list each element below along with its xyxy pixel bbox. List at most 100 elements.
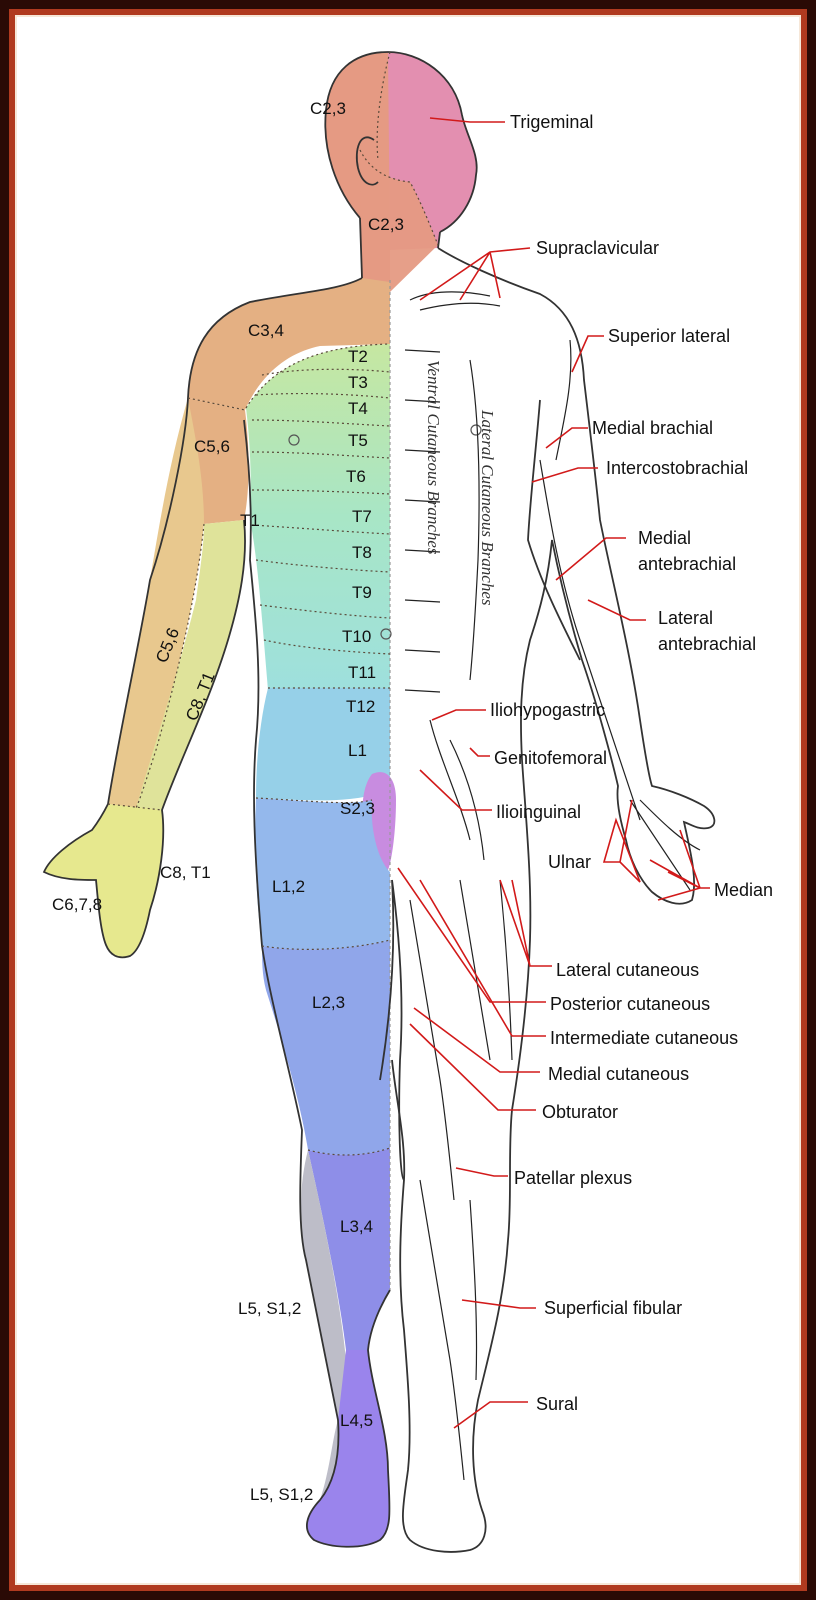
- nerve-label-patellar-plexus: Patellar plexus: [514, 1168, 632, 1188]
- nerve-label-iliohypogastric: Iliohypogastric: [490, 700, 605, 720]
- nipple-right: [470, 424, 482, 436]
- derm-label-t5: T5: [348, 431, 368, 450]
- nerve-label-intercostobrachial: Intercostobrachial: [606, 458, 748, 478]
- region-l5s12-b: [320, 1420, 339, 1500]
- nerve-label-line: Lateral cutaneous: [556, 960, 699, 980]
- region-c8t1-arm: [136, 520, 246, 810]
- leader-lines: [397, 117, 710, 1429]
- outline-right-inner-arm: [527, 399, 581, 661]
- nerve-label-superior-lateral: Superior lateral: [608, 326, 730, 346]
- derm-label-c23-head: C2,3: [310, 99, 346, 118]
- nerve-label-line: Medial cutaneous: [548, 1064, 689, 1084]
- nerve-label-line: Superior lateral: [608, 326, 730, 346]
- derm-label-t1: T1: [240, 511, 260, 530]
- derm-label-c23-neck: C2,3: [368, 215, 404, 234]
- nerve-label-line: Sural: [536, 1394, 578, 1414]
- nerve-label-line: Median: [714, 880, 773, 900]
- nerve-label-posterior-cutaneous: Posterior cutaneous: [550, 994, 710, 1014]
- outline-neck: [359, 217, 441, 279]
- nerve-label-genitofemoral: Genitofemoral: [494, 748, 607, 768]
- nerve-label-sural: Sural: [536, 1394, 578, 1414]
- derm-label-t10: T10: [342, 627, 371, 646]
- nerve-label-lateral-cutaneous: Lateral cutaneous: [556, 960, 699, 980]
- derm-label-l5s12-a: L5, S1,2: [238, 1299, 301, 1318]
- region-l34: [308, 1148, 390, 1350]
- nerve-label-line: Posterior cutaneous: [550, 994, 710, 1014]
- region-l5s12-a: [300, 1150, 346, 1420]
- derm-label-l34: L3,4: [340, 1217, 373, 1236]
- nerve-label-line: Lateral: [658, 608, 713, 628]
- region-l23: [262, 940, 390, 1155]
- derm-label-t11: T11: [348, 663, 376, 682]
- nerve-label-intermediate-cutaneous: Intermediate cutaneous: [550, 1028, 738, 1048]
- dermatome-regions: [44, 52, 477, 1547]
- nerve-label-line: Iliohypogastric: [490, 700, 605, 720]
- nerve-label-line: Ilioinguinal: [496, 802, 581, 822]
- nerve-label-line: antebrachial: [658, 634, 756, 654]
- region-thoracic: [246, 344, 390, 690]
- nipple-left: [288, 434, 300, 446]
- nerve-label-supraclavicular: Supraclavicular: [536, 238, 659, 258]
- navel: [380, 628, 392, 640]
- derm-label-c8t1-hand: C8, T1: [160, 863, 211, 882]
- dermatome-boundaries: [107, 51, 439, 1156]
- nerve-label-superficial-fibular: Superficial fibular: [544, 1298, 682, 1318]
- derm-label-c56-shoulder: C5,6: [194, 437, 230, 456]
- outline-legs-inner: [379, 879, 405, 1181]
- region-c34: [188, 278, 390, 410]
- nerve-label-line: Intercostobrachial: [606, 458, 748, 478]
- nerve-label-line: Trigeminal: [510, 112, 593, 132]
- derm-label-t2: T2: [348, 347, 368, 366]
- derm-label-l1: L1: [348, 741, 367, 760]
- nerve-label-line: Medial: [638, 528, 691, 548]
- outline-left-torso: [243, 419, 391, 1548]
- vertical-label-ventral: Ventral Cutaneous Branches: [424, 360, 443, 555]
- nerve-label-line: Patellar plexus: [514, 1168, 632, 1188]
- region-l1: [256, 688, 390, 801]
- derm-label-t8: T8: [352, 543, 372, 562]
- nerve-label-trigeminal: Trigeminal: [510, 112, 593, 132]
- derm-label-l5s12-b: L5, S1,2: [250, 1485, 313, 1504]
- cutaneous-nerves: [404, 291, 701, 1481]
- nerve-label-obturator: Obturator: [542, 1102, 618, 1122]
- region-l12: [255, 798, 390, 950]
- nerve-label-line: Supraclavicular: [536, 238, 659, 258]
- derm-label-l12: L1,2: [272, 877, 305, 896]
- nerve-labels: Trigeminal Supraclavicular Superior late…: [490, 112, 773, 1414]
- nerve-label-median: Median: [714, 880, 773, 900]
- region-c56-arm: [108, 398, 204, 808]
- derm-label-t12: T12: [346, 697, 375, 716]
- nerve-label-ulnar: Ulnar: [548, 852, 591, 872]
- derm-label-t9: T9: [352, 583, 372, 602]
- region-l45: [306, 1350, 390, 1547]
- outline-head: [324, 51, 478, 233]
- region-c23-neck: [360, 150, 438, 292]
- nerve-label-line: Medial brachial: [592, 418, 713, 438]
- nerve-label-line: Superficial fibular: [544, 1298, 682, 1318]
- nerve-label-ilioinguinal: Ilioinguinal: [496, 802, 581, 822]
- nerve-label-lateral-antebrachial: Lateral antebrachial: [658, 608, 756, 654]
- nerve-label-medial-brachial: Medial brachial: [592, 418, 713, 438]
- derm-label-c678: C6,7,8: [52, 895, 102, 914]
- derm-label-l45: L4,5: [340, 1411, 373, 1430]
- outline-ear: [355, 136, 379, 186]
- nerve-label-line: antebrachial: [638, 554, 736, 574]
- nerve-label-medial-antebrachial: Medial antebrachial: [638, 528, 736, 574]
- derm-label-t3: T3: [348, 373, 368, 392]
- vertical-label-lateral: Lateral Cutaneous Branches: [478, 409, 497, 606]
- region-c56-shoulder: [187, 398, 249, 524]
- nerve-label-line: Ulnar: [548, 852, 591, 872]
- nerve-label-medial-cutaneous: Medial cutaneous: [548, 1064, 689, 1084]
- outline-right-body: [391, 247, 716, 1553]
- derm-label-t7: T7: [352, 507, 372, 526]
- derm-label-l23: L2,3: [312, 993, 345, 1012]
- derm-label-c34: C3,4: [248, 321, 284, 340]
- derm-label-t6: T6: [346, 467, 366, 486]
- nerve-label-line: Obturator: [542, 1102, 618, 1122]
- derm-label-t4: T4: [348, 399, 368, 418]
- nerve-label-line: Genitofemoral: [494, 748, 607, 768]
- nerve-label-line: Intermediate cutaneous: [550, 1028, 738, 1048]
- region-hand: [44, 804, 164, 958]
- derm-label-s23: S2,3: [340, 799, 375, 818]
